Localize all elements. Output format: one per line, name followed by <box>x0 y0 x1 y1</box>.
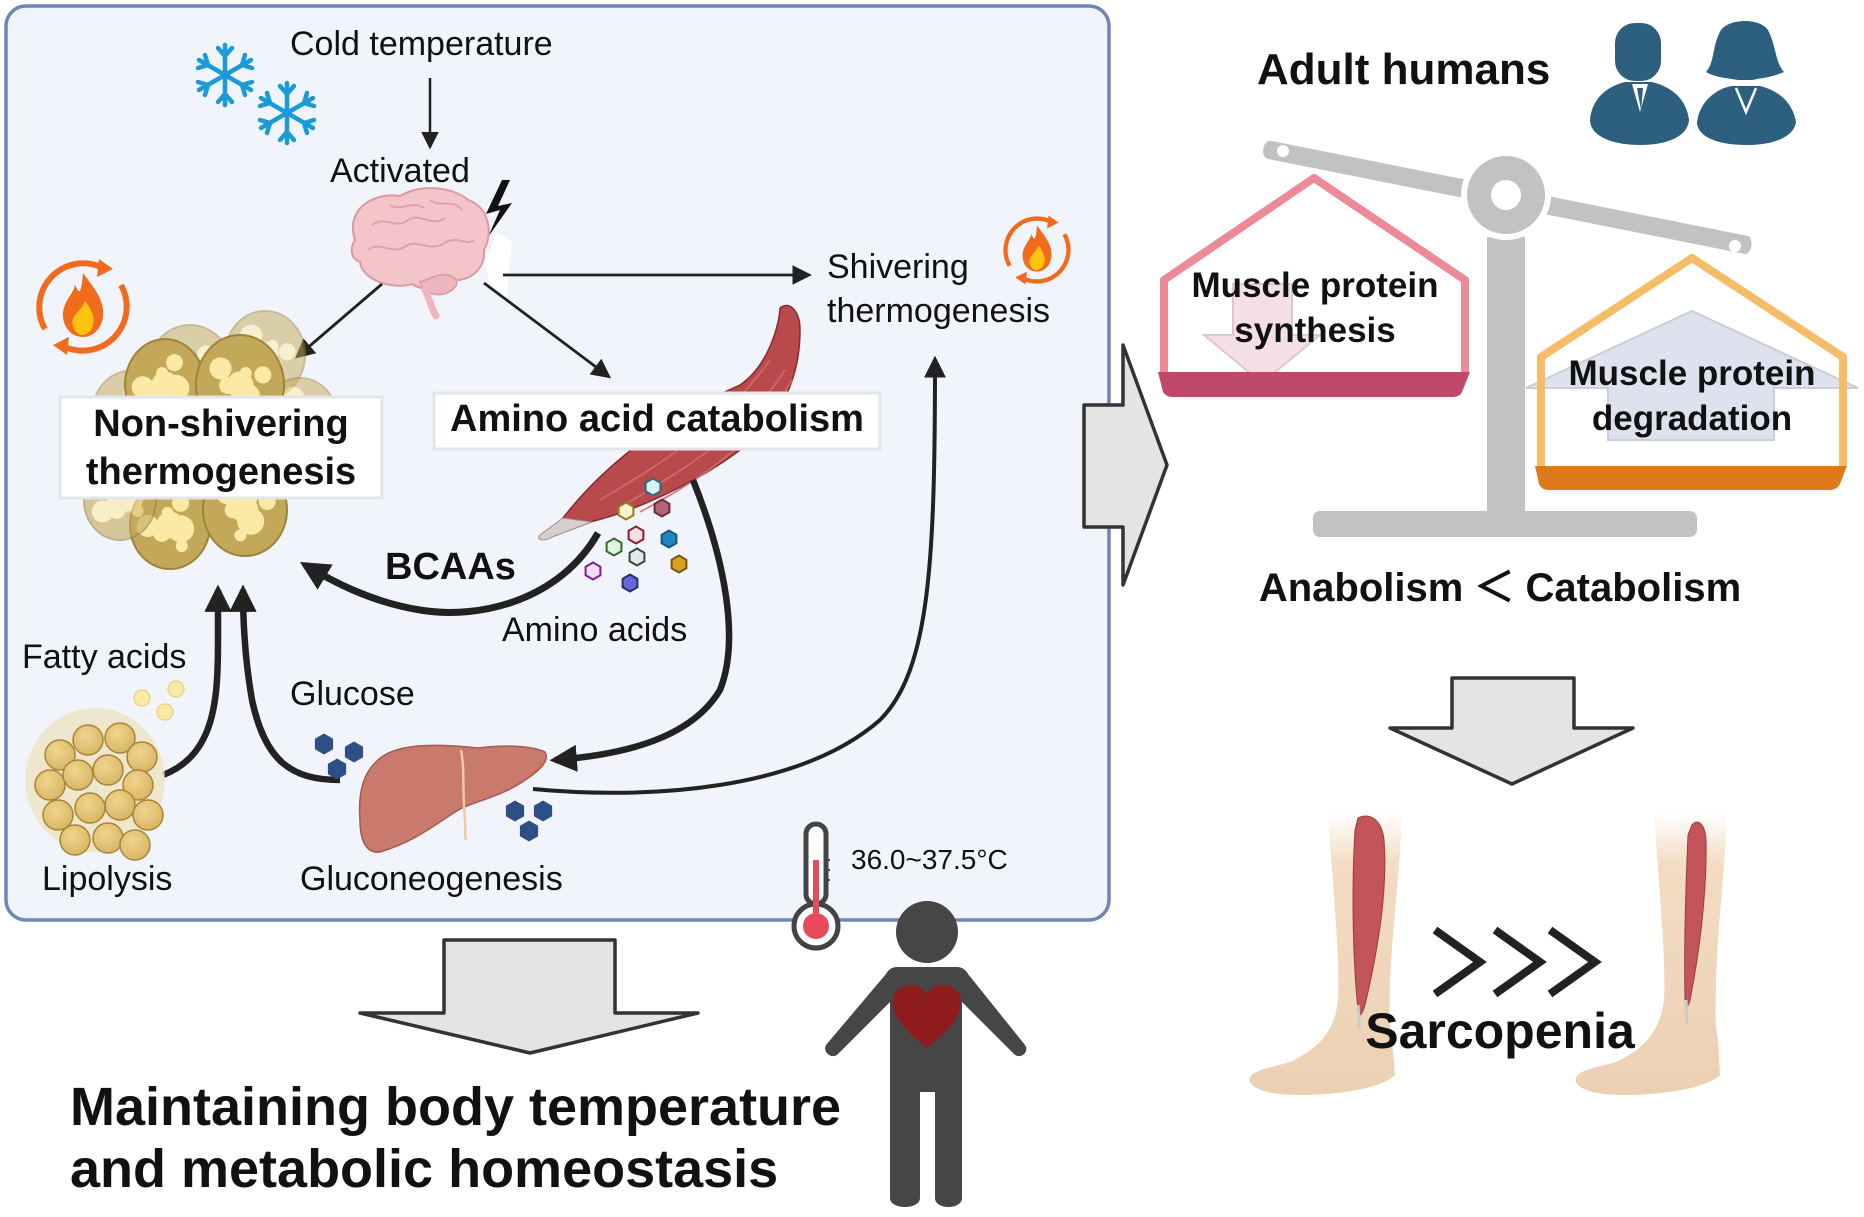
person-figure-icon <box>825 901 1027 1207</box>
snowflake-icon <box>195 42 255 108</box>
lipolysis-label: Lipolysis <box>42 860 173 898</box>
fat-cell <box>44 739 76 771</box>
nonshivering-label-line2: thermogenesis <box>85 451 357 493</box>
fat-cell <box>42 799 74 831</box>
amino-acid-hexagons <box>584 477 688 593</box>
outcome-label-line2: and metabolic homeostasis <box>70 1139 779 1199</box>
fatty-acid-droplets-icon <box>133 680 185 721</box>
healthy-leg-icon <box>1249 813 1402 1095</box>
fat-cell <box>72 724 104 756</box>
woman-icon <box>1697 21 1796 145</box>
fat-cell <box>126 741 158 773</box>
degradation-pan <box>1525 254 1859 490</box>
arrow-liver-to-shivering <box>532 355 946 795</box>
adult-humans-label: Adult humans <box>1257 45 1551 94</box>
amino-catabolism-label: Amino acid catabolism <box>450 398 864 440</box>
glucose-hexagon <box>505 800 525 822</box>
nonshivering-box-bg <box>58 395 384 500</box>
arrow-fattyacids-to-nonshivering <box>161 584 232 779</box>
fat-cell <box>119 829 151 861</box>
fat-cell <box>104 722 136 754</box>
man-icon <box>1590 23 1689 145</box>
fatty-acids-label: Fatty acids <box>22 638 187 676</box>
amino-acid-hexagon <box>617 501 635 521</box>
fat-cell <box>92 822 124 854</box>
activated-label: Activated <box>330 152 470 190</box>
fat-cell <box>59 824 91 856</box>
big-down-arrow <box>358 938 700 1055</box>
arrow-aminoacids-to-liver <box>549 478 733 772</box>
thermogenesis-fire-icon <box>36 259 130 355</box>
sarcopenia-down-arrow <box>1388 676 1635 786</box>
cold-temperature-label: Cold temperature <box>290 25 553 63</box>
gluconeogenesis-label: Gluconeogenesis <box>300 860 563 898</box>
amino-acid-hexagon <box>621 573 639 593</box>
shivering-label-line1: Shivering <box>827 248 969 286</box>
amino-acid-hexagon <box>644 477 662 497</box>
arrow-brain-to-nonshivering <box>295 282 383 359</box>
fat-cell <box>132 799 164 831</box>
amino-acids-label: Amino acids <box>502 611 688 649</box>
sarcopenia-label: Sarcopenia <box>1365 1003 1635 1059</box>
glucose-hexagons-right <box>505 800 553 842</box>
amino-acid-hexagon <box>628 547 646 567</box>
amino-catabolism-box-bg <box>432 391 882 451</box>
shivering-fire-icon <box>1003 215 1071 285</box>
balance-scale-icon <box>1263 140 1752 537</box>
synthesis-label-line2: synthesis <box>1234 311 1396 350</box>
glucose-hexagon <box>327 758 347 780</box>
degradation-label-line1: Muscle protein <box>1568 354 1816 393</box>
amino-acid-hexagon <box>670 554 688 574</box>
chevrons-icon <box>1432 926 1602 998</box>
heart-icon <box>893 985 961 1048</box>
synthesis-label-line1: Muscle protein <box>1191 266 1439 305</box>
amino-acid-hexagon <box>584 561 602 581</box>
glucose-label: Glucose <box>290 675 415 713</box>
white-fat-cluster <box>25 708 165 861</box>
glucose-hexagons-left <box>314 733 364 780</box>
fat-cell <box>74 792 106 824</box>
outcome-label-line1: Maintaining body temperature <box>70 1077 842 1137</box>
big-right-arrow <box>1082 343 1169 587</box>
amino-acid-hexagon <box>660 529 678 549</box>
amino-acid-hexagon <box>627 525 645 545</box>
brain-icon <box>350 187 490 320</box>
arrow-brain-to-amino-catabolism <box>483 281 612 379</box>
snowflake-icon <box>257 80 317 146</box>
fat-cell <box>104 789 136 821</box>
sarcopenic-leg-icon <box>1575 813 1727 1095</box>
anabolism-catabolism-label: Anabolism ＜ Catabolism <box>1258 566 1742 610</box>
fat-cell <box>122 769 154 801</box>
nonshivering-label-line1: Non-shivering <box>93 403 349 445</box>
degradation-label-line2: degradation <box>1591 399 1793 438</box>
temperature-range-label: 36.0~37.5°C <box>851 844 1008 875</box>
glucose-hexagon <box>519 820 539 842</box>
synthesis-pan <box>1158 174 1470 397</box>
thermometer-icon <box>791 821 841 951</box>
arrow-glucose-to-nonshivering <box>229 584 341 784</box>
arrow-bcaa-to-nonshivering <box>299 531 602 616</box>
fat-cell <box>34 769 66 801</box>
glucose-hexagon <box>533 800 553 822</box>
fat-cell <box>62 759 94 791</box>
glucose-hexagon <box>314 733 334 755</box>
bcaas-label: BCAAs <box>385 546 516 588</box>
amino-acid-hexagon <box>605 537 623 557</box>
liver-icon <box>358 744 547 853</box>
shivering-label-line2: thermogenesis <box>827 292 1051 330</box>
fat-cell <box>92 754 124 786</box>
lightning-icon <box>485 180 512 300</box>
glucose-hexagon <box>344 741 364 763</box>
amino-acid-hexagon <box>653 498 671 518</box>
